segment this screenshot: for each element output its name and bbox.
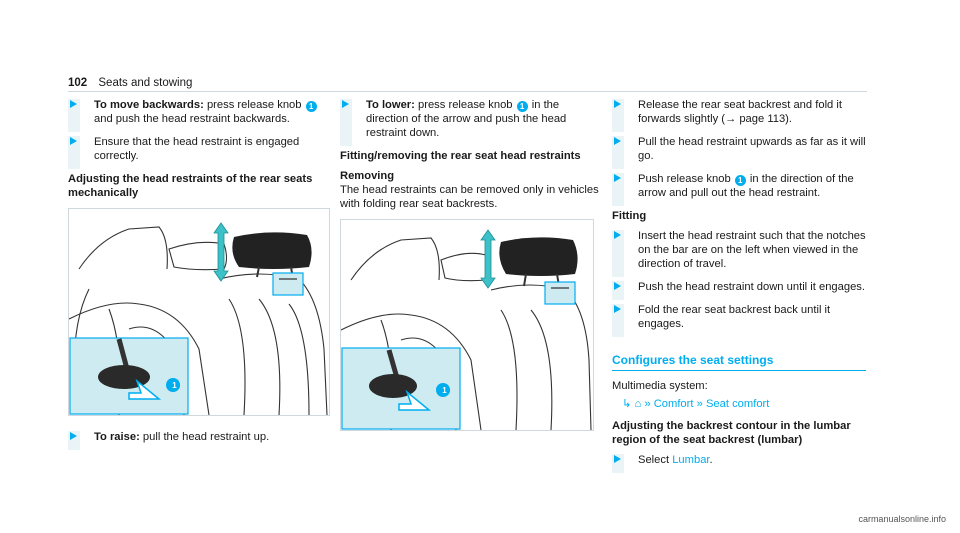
step-arrow-icon <box>614 231 621 239</box>
subheading-removing: Removing <box>340 170 395 182</box>
step-arrow-icon <box>70 137 77 145</box>
section-heading: Fitting/removing the rear seat head rest… <box>340 150 581 162</box>
step-arrow-icon <box>614 174 621 182</box>
step-insert: Insert the head restraint such that the … <box>612 229 870 277</box>
step-arrow-icon <box>70 100 77 108</box>
knob-callout-icon: 1 <box>734 175 746 186</box>
seat-illustration <box>69 222 328 415</box>
multimedia-system-label: Multimedia system: <box>612 380 708 392</box>
section-heading: Adjusting the head restraints of the rea… <box>68 173 313 199</box>
step-label: To lower: <box>366 99 415 111</box>
knob-callout-icon: 1 <box>305 101 317 112</box>
step-bar <box>340 99 352 146</box>
head-restraint-illustration-1: 1 <box>68 208 330 416</box>
step-push-knob: Push release knob 1 in the direction of … <box>612 172 870 206</box>
watermark: carmanualsonline.info <box>858 514 946 524</box>
section-title-seat-settings: Configures the seat settings <box>612 353 866 371</box>
step-release-backrest: Release the rear seat backrest and fold … <box>612 98 870 132</box>
home-icon: ⌂ <box>634 398 642 410</box>
column-3: Release the rear seat backrest and fold … <box>612 98 870 476</box>
page-header: 102 Seats and stowing <box>68 76 192 90</box>
step-arrow-icon <box>70 432 77 440</box>
step-label: To move backwards: <box>94 99 204 111</box>
step-push-down: Push the head restraint down until it en… <box>612 280 870 300</box>
subheading-fitting: Fitting <box>612 210 647 222</box>
step-text: Pull the head restraint upwards as far a… <box>638 136 866 162</box>
step-text: Fold the rear seat backrest back until i… <box>638 304 831 330</box>
section-heading-lumbar: Adjusting the backrest contour in the lu… <box>612 420 851 446</box>
step-arrow-icon <box>614 100 621 108</box>
step-text: Push the head restraint down until it en… <box>638 281 866 293</box>
page-number: 102 <box>68 77 88 89</box>
menu-comfort[interactable]: Comfort <box>653 398 694 410</box>
step-text: press release knob <box>206 99 302 111</box>
step-text: . <box>709 454 713 466</box>
return-arrow-icon: ↳ <box>622 398 632 410</box>
step-text: Insert the head restraint such that the … <box>638 230 866 270</box>
step-text: Push release knob <box>638 173 731 185</box>
step-raise: To raise: pull the head restraint up. <box>68 430 330 450</box>
step-text: Release the rear seat backrest and fold … <box>638 99 842 125</box>
column-1: To move backwards: press release knob 1 … <box>68 98 330 453</box>
head-restraint-illustration-2: 1 <box>340 219 594 431</box>
chevron-right-icon: » <box>696 398 703 410</box>
step-text: in the direction of the arrow and pull o… <box>638 173 854 199</box>
step-arrow-icon <box>614 455 621 463</box>
step-arrow-icon <box>614 282 621 290</box>
step-text: pull the head restraint up. <box>142 431 270 443</box>
step-text: Ensure that the head restraint is engage… <box>94 136 300 162</box>
seat-illustration <box>341 229 592 430</box>
step-arrow-icon <box>342 100 349 108</box>
step-arrow-icon <box>614 137 621 145</box>
step-select-lumbar: Select Lumbar. <box>612 453 870 473</box>
knob-callout-icon: 1 <box>516 101 528 112</box>
step-text: Select <box>638 454 670 466</box>
column-2: To lower: press release knob 1 in the di… <box>340 98 602 441</box>
menu-lumbar[interactable]: Lumbar <box>672 454 710 466</box>
chevron-right-icon: » <box>644 398 651 410</box>
step-arrow-icon <box>614 305 621 313</box>
step-text: in the direction of the arrow and push t… <box>366 99 567 139</box>
removing-text: The head restraints can be removed only … <box>340 184 599 210</box>
section-title: Seats and stowing <box>98 77 193 89</box>
step-text: and push the head restraint backwards. <box>94 113 290 125</box>
step-fold-back: Fold the rear seat backrest back until i… <box>612 303 870 337</box>
step-bar <box>612 230 624 277</box>
knob-callout-icon: 1 <box>439 385 450 396</box>
step-label: To raise: <box>94 431 140 443</box>
step-move-backwards: To move backwards: press release knob 1 … <box>68 98 330 132</box>
menu-seat-comfort[interactable]: Seat comfort <box>705 398 770 410</box>
step-ensure-engaged: Ensure that the head restraint is engage… <box>68 135 330 169</box>
header-divider <box>68 91 867 92</box>
step-lower: To lower: press release knob 1 in the di… <box>340 98 602 146</box>
step-text: press release knob <box>418 99 513 111</box>
menu-path: ↳ ⌂ » Comfort » Seat comfort <box>622 397 870 411</box>
step-pull-up: Pull the head restraint upwards as far a… <box>612 135 870 169</box>
knob-callout-icon: 1 <box>169 380 180 391</box>
